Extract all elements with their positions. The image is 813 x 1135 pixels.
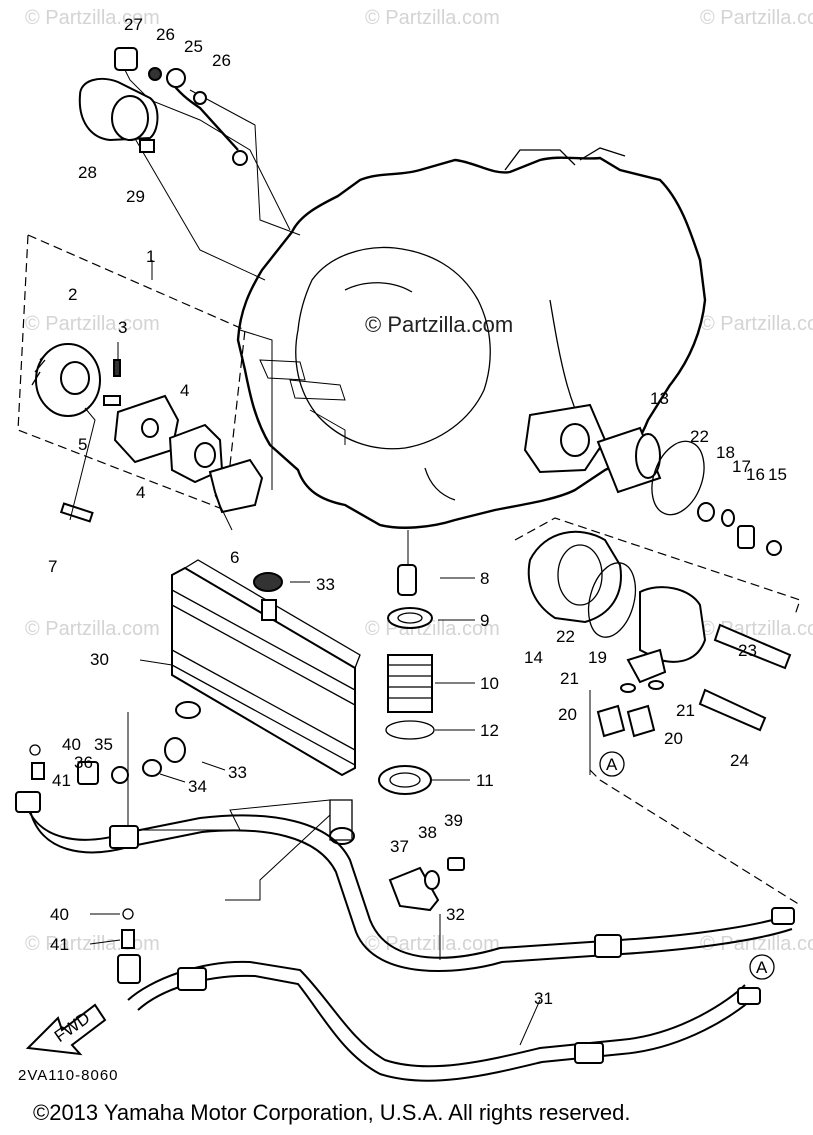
label-21-left: 21: [560, 669, 579, 688]
oil-pump-parts: [31, 343, 264, 523]
label-2: 2: [68, 285, 77, 304]
label-25: 25: [184, 37, 203, 56]
label-22-upper: 22: [690, 427, 709, 446]
svg-text:A: A: [756, 958, 768, 977]
watermark-top-left: © Partzilla.com: [25, 7, 160, 29]
leader-6: [239, 329, 273, 490]
filter-cover-box-top: [514, 517, 801, 616]
label-10: 10: [480, 674, 499, 693]
watermark-bottom-center: © Partzilla.com: [365, 933, 500, 955]
filter-cover-box-bottom: [589, 769, 801, 906]
watermark-lower-left: © Partzilla.com: [25, 618, 160, 640]
forward-direction-arrow: FWD: [25, 1003, 107, 1056]
label-18: 18: [716, 443, 735, 462]
label-9: 9: [480, 611, 489, 630]
label-3: 3: [118, 318, 127, 337]
label-5: 5: [78, 435, 87, 454]
collar-41-lower: [121, 929, 135, 949]
watermark-top-center: © Partzilla.com: [365, 7, 500, 29]
label-38: 38: [418, 823, 437, 842]
oil-hoses: [15, 791, 795, 1082]
label-7: 7: [48, 557, 57, 576]
label-20-left: 20: [558, 705, 577, 724]
watermark-top-right: © Partzilla.com: [700, 7, 813, 29]
label-13: 13: [650, 389, 669, 408]
label-12: 12: [480, 721, 499, 740]
label-4-upper: 4: [180, 381, 189, 400]
leader-26: [189, 89, 301, 236]
label-30: 30: [90, 650, 109, 669]
label-31: 31: [534, 989, 553, 1008]
label-1: 1: [146, 247, 155, 266]
leader-28: [129, 129, 266, 281]
label-26-right: 26: [212, 51, 231, 70]
label-17: 17: [732, 457, 751, 476]
label-20-right: 20: [664, 729, 683, 748]
label-32: 32: [446, 905, 465, 924]
label-33-lower: 33: [228, 763, 247, 782]
label-24: 24: [730, 751, 749, 770]
connector-a-bottom: A: [749, 954, 775, 980]
oil-pipe-assembly: [78, 47, 248, 166]
part-code: 2VA110-8060: [18, 1067, 119, 1084]
watermark-center: © Partzilla.com: [365, 312, 513, 337]
svg-text:A: A: [606, 755, 618, 774]
label-40-upper: 40: [62, 735, 81, 754]
label-40-lower: 40: [50, 905, 69, 924]
label-37: 37: [390, 837, 409, 856]
label-4-lower: 4: [136, 483, 145, 502]
hose-clamp-parts: [388, 857, 465, 912]
leader-40-bracket: [225, 814, 331, 901]
copyright-notice: ©2013 Yamaha Motor Corporation, U.S.A. A…: [33, 1100, 630, 1125]
label-19: 19: [588, 648, 607, 667]
label-27: 27: [124, 15, 143, 34]
crankcase-cover: [236, 147, 707, 529]
label-39: 39: [444, 811, 463, 830]
label-35: 35: [94, 735, 113, 754]
label-16: 16: [746, 465, 765, 484]
oil-filter-parts: [523, 403, 782, 556]
label-6: 6: [230, 548, 239, 567]
label-36: 36: [74, 753, 93, 772]
label-14: 14: [524, 648, 543, 667]
label-21-right: 21: [676, 701, 695, 720]
label-22-lower: 22: [556, 627, 575, 646]
label-8: 8: [480, 569, 489, 588]
leader-5: [69, 407, 96, 521]
label-26-top: 26: [156, 25, 175, 44]
label-11: 11: [476, 771, 494, 790]
watermark-mid-left: © Partzilla.com: [25, 313, 160, 335]
oil-pump-assembly-box: [17, 234, 246, 511]
label-41-upper: 41: [52, 771, 71, 790]
label-23: 23: [738, 641, 757, 660]
label-41-lower: 41: [50, 935, 69, 954]
label-28: 28: [78, 163, 97, 182]
connector-a-top: A: [599, 751, 625, 777]
oil-seal-stack: [378, 530, 435, 795]
oil-cooler: [29, 559, 361, 845]
label-34: 34: [188, 777, 207, 796]
oring-40-lower: [122, 908, 134, 920]
part-number-labels: 27 26 25 26 28 29 1 2 3 4 5 4 6 7 8 9 10…: [48, 15, 787, 1008]
oil-filter-cover-parts: [527, 530, 792, 738]
watermark-bottom-right: © Partzilla.com: [700, 933, 813, 955]
label-33-upper: 33: [316, 575, 335, 594]
watermark-mid-right: © Partzilla.com: [700, 313, 813, 335]
label-15: 15: [768, 465, 787, 484]
label-29: 29: [126, 187, 145, 206]
